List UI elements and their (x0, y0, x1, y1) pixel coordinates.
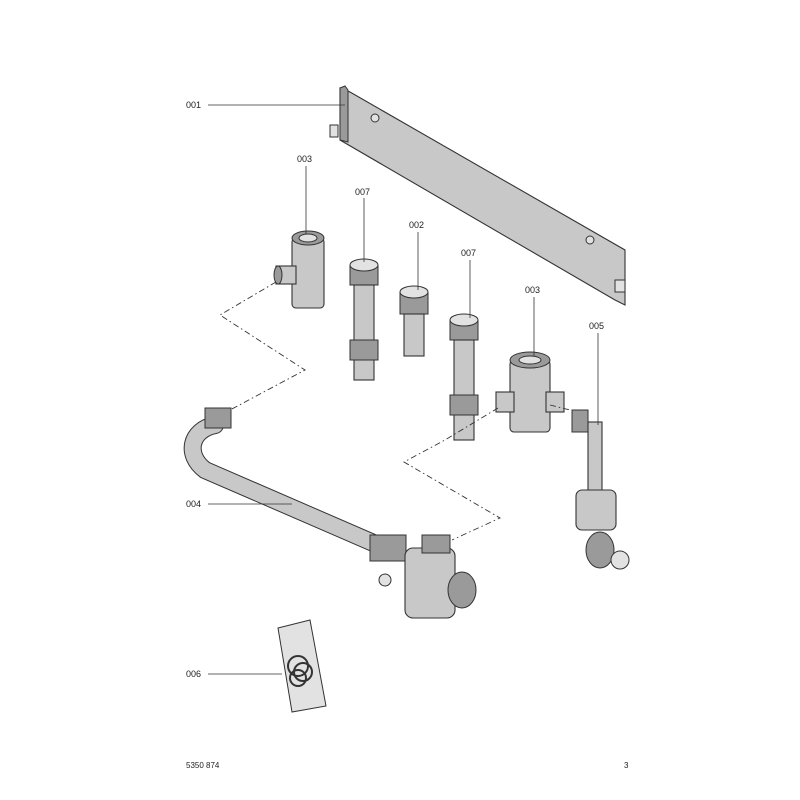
part-003-tee-fitting-left (273, 230, 325, 309)
leader-lines (208, 104, 599, 675)
part-007-connector-left (349, 258, 379, 381)
label-003-left: 003 (297, 154, 312, 164)
label-002: 002 (409, 220, 424, 230)
label-003-right: 003 (525, 285, 540, 295)
connection-lines (219, 281, 571, 541)
document-number: 5350 874 (186, 761, 220, 770)
label-007-right: 007 (461, 248, 476, 258)
label-006: 006 (186, 669, 201, 679)
label-007-left: 007 (355, 187, 370, 197)
label-005: 005 (589, 321, 604, 331)
part-005-drain-valve (571, 409, 630, 570)
page-number: 3 (624, 761, 629, 770)
part-007-connector-right (449, 313, 479, 441)
part-004-pipe-assembly (183, 407, 477, 619)
label-001: 001 (186, 100, 201, 110)
part-002-adapter (399, 285, 429, 357)
part-001-mounting-rail (329, 85, 626, 306)
part-006-seal-bag (277, 619, 327, 713)
part-003-tee-fitting-right (495, 351, 565, 433)
label-004: 004 (186, 499, 201, 509)
